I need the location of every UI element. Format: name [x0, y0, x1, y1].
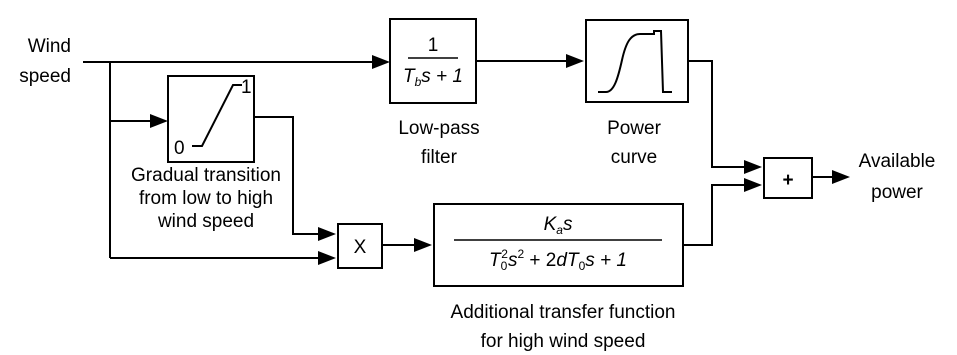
- lowpass-label-line1: Low-pass: [398, 118, 479, 139]
- power-curve-label-line2: curve: [611, 147, 657, 168]
- tf-denominator: T02s2 + 2dT0s + 1: [489, 247, 627, 273]
- arrowhead-powercurve-in: [566, 54, 584, 68]
- arrowhead-multiplier-in-bottom: [318, 251, 336, 265]
- transition-high-value: 1: [241, 77, 252, 98]
- transition-label-bg: [124, 164, 288, 236]
- summer-symbol: +: [782, 170, 793, 191]
- available-power-label: Available power: [859, 151, 936, 203]
- power-label-line1: Available: [859, 151, 936, 172]
- arrowhead-output: [832, 170, 850, 184]
- arrowhead-summer-in-bottom: [744, 178, 762, 192]
- wind-label-line2: speed: [19, 66, 71, 87]
- ramp-icon: [192, 84, 242, 147]
- arrowhead-lowpass-in: [372, 55, 390, 69]
- arrowhead-tf-in: [414, 238, 432, 252]
- arrowhead-transition-in: [150, 114, 168, 128]
- transition-label-line1: Gradual transition: [131, 165, 281, 186]
- lowpass-denominator: Tbs + 1: [403, 66, 463, 89]
- signal-wires: [83, 60, 832, 259]
- summer-block: +: [763, 157, 813, 199]
- multiplier-symbol: X: [354, 237, 367, 258]
- arrowheads: [150, 54, 850, 265]
- wire-tf-to-summer: [683, 184, 744, 246]
- wind-label-line1: Wind: [28, 36, 71, 57]
- wind-speed-label: Wind speed: [19, 36, 71, 87]
- power-curve-block: [585, 19, 689, 103]
- lowpass-label: Low-pass filter: [398, 118, 479, 168]
- lowpass-numerator: 1: [428, 35, 439, 56]
- wire-transition-to-multiplier: [254, 116, 318, 235]
- arrowhead-summer-in-top: [744, 160, 762, 174]
- lowpass-label-line2: filter: [421, 147, 458, 168]
- transition-label-line3: wind speed: [157, 211, 254, 232]
- wire-powercurve-to-summer: [688, 60, 744, 168]
- tf-label-line1: Additional transfer function: [451, 302, 676, 323]
- power-curve-icon: [598, 30, 672, 93]
- power-label-line2: power: [871, 182, 923, 203]
- multiplier-block: X: [337, 223, 383, 269]
- transition-label-line2: from low to high: [139, 188, 273, 209]
- tf-label-line2: for high wind speed: [481, 331, 646, 352]
- transition-label: Gradual transition from low to high wind…: [124, 164, 288, 236]
- lowpass-filter-block: 1 Tbs + 1: [389, 18, 477, 104]
- tf-numerator: Kas: [544, 214, 573, 237]
- power-curve-label: Power curve: [607, 118, 662, 168]
- additional-tf-block: Kas T02s2 + 2dT0s + 1: [433, 203, 684, 287]
- transition-block: 1 0: [167, 75, 255, 163]
- additional-tf-label: Additional transfer function for high wi…: [451, 302, 676, 352]
- arrowhead-multiplier-in-top: [318, 227, 336, 241]
- power-curve-label-line1: Power: [607, 118, 662, 139]
- transition-low-value: 0: [174, 138, 185, 159]
